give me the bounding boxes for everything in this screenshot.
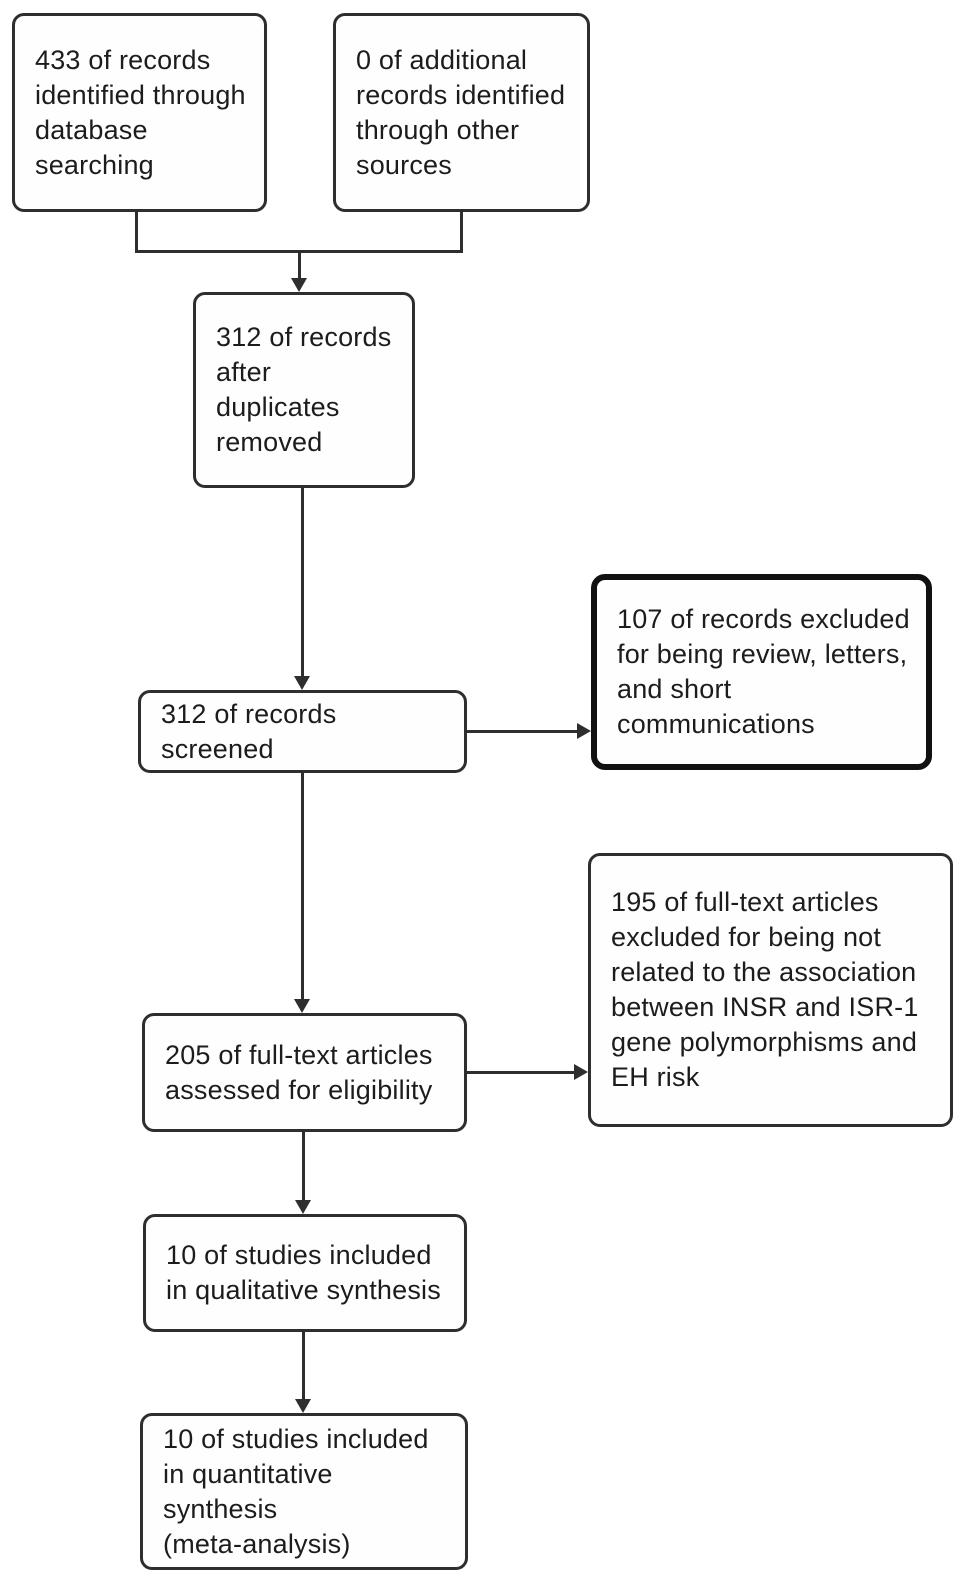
arrow-qualitative-to-quantitative-head (295, 1399, 311, 1413)
box-records-identified-other-sources: 0 of additional records identified throu… (333, 13, 590, 212)
arrow-fulltext-to-excluded-line (467, 1071, 576, 1074)
box-records-excluded: 107 of records excluded for being review… (591, 574, 932, 770)
box-records-identified-other-sources-text: 0 of additional records identified throu… (356, 44, 566, 180)
arrow-screened-to-excluded-head (577, 723, 591, 739)
arrow-screened-to-excluded-line (467, 730, 579, 733)
box-records-after-duplicates-removed-text: 312 of records after duplicates removed (216, 322, 392, 457)
box-qualitative-synthesis-text: 10 of studies included in qualitative sy… (166, 1240, 441, 1305)
arrow-qualitative-to-quantitative-line (302, 1332, 305, 1403)
box-fulltext-excluded-text: 195 of full-text articles excluded for b… (611, 887, 919, 1092)
connector-identified-other-drop (460, 212, 463, 253)
arrow-merge-to-after-duplicates-head (291, 278, 307, 292)
box-records-after-duplicates-removed: 312 of records after duplicates removed (193, 292, 415, 488)
connector-identified-database-drop (135, 212, 138, 253)
arrow-duplicates-to-screened-head (294, 676, 310, 690)
box-qualitative-synthesis: 10 of studies included in qualitative sy… (143, 1214, 467, 1332)
arrow-fulltext-to-qualitative-head (295, 1200, 311, 1214)
box-records-screened-text: 312 of records screened (161, 698, 337, 764)
box-records-excluded-text: 107 of records excluded for being review… (617, 604, 910, 739)
arrow-screened-to-fulltext-line (301, 773, 304, 1003)
box-quantitative-synthesis: 10 of studies included in quantitative s… (140, 1413, 468, 1570)
box-records-identified-database-text: 433 of records identified through databa… (35, 44, 246, 180)
arrow-fulltext-to-excluded-head (574, 1064, 588, 1080)
box-records-screened: 312 of records screened (138, 690, 467, 773)
box-records-identified-database: 433 of records identified through databa… (12, 13, 267, 212)
arrow-duplicates-to-screened-line (301, 488, 304, 680)
box-fulltext-assessed: 205 of full-text articles assessed for e… (142, 1013, 467, 1132)
box-fulltext-assessed-text: 205 of full-text articles assessed for e… (165, 1039, 433, 1105)
arrow-fulltext-to-qualitative-line (302, 1132, 305, 1204)
arrow-screened-to-fulltext-head (294, 999, 310, 1013)
arrow-merge-to-after-duplicates-line (298, 250, 301, 280)
box-fulltext-excluded: 195 of full-text articles excluded for b… (588, 853, 953, 1127)
box-quantitative-synthesis-text: 10 of studies included in quantitative s… (163, 1423, 429, 1559)
